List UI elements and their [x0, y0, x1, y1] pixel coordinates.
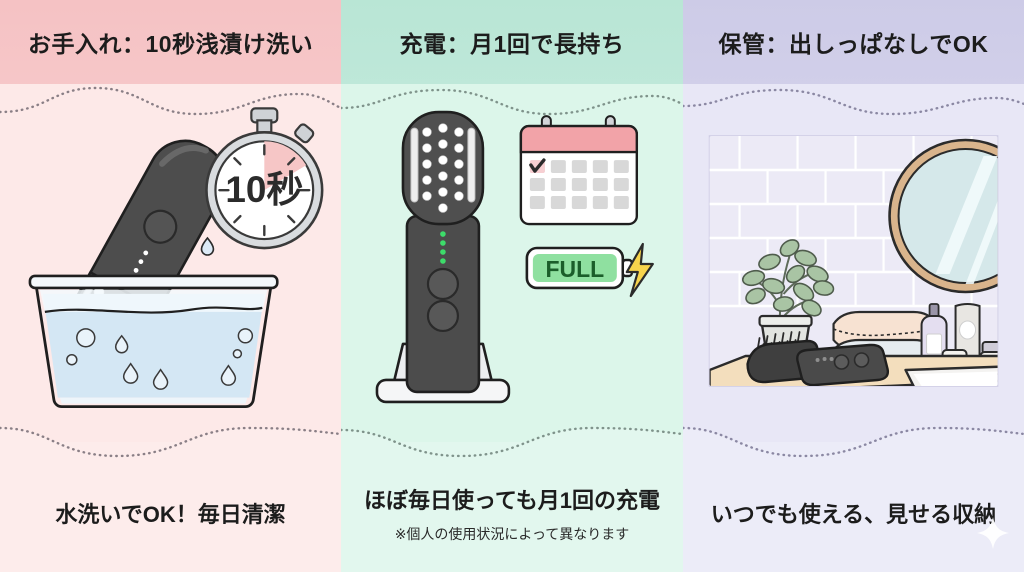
wave-divider-bottom-icon	[682, 426, 1024, 472]
battery-full-icon: FULL	[525, 246, 634, 290]
wave-divider-bottom-icon	[341, 426, 683, 472]
wave-divider-bottom-icon	[0, 426, 342, 472]
caption-block-care: 水洗いでOK！毎日清潔	[0, 454, 341, 572]
device-on-stand-icon	[401, 110, 485, 394]
illustration-storage	[683, 98, 1024, 418]
lightning-bolt-icon	[625, 242, 655, 298]
power-button	[426, 267, 460, 301]
caption-block-charge: ほぼ毎日使っても月1回の充電 ※個人の使用状況によって異なります	[341, 454, 683, 572]
water-basin-icon	[28, 274, 279, 409]
calendar-icon	[519, 115, 639, 226]
battery-label: FULL	[546, 256, 605, 282]
wave-divider-top-icon	[0, 86, 342, 138]
panel-caption-storage: いつでも使える、見せる収納	[710, 502, 997, 527]
wave-divider-top-icon	[682, 88, 1024, 138]
sink-icon	[904, 364, 998, 386]
panel-caption-charge: ほぼ毎日使っても月1回の充電	[363, 487, 661, 513]
mode-button	[426, 299, 460, 333]
panel-heading-charge: 充電：月1回で長持ち	[399, 31, 625, 57]
stopwatch-icon: 10秒	[205, 107, 324, 250]
panel-storage: 保管：出しっぱなしでOK	[682, 0, 1024, 572]
led-indicator-icon	[440, 231, 446, 264]
illustration-charge: FULL	[341, 98, 683, 418]
stopwatch-label: 10秒	[225, 169, 303, 210]
panel-care: お手入れ：10秒浅漬け洗い	[0, 0, 342, 572]
sparkle-icon	[977, 517, 1009, 549]
round-mirror-icon	[888, 138, 998, 294]
illustration-care: 10秒	[0, 98, 341, 418]
device-flat-icon	[746, 331, 889, 386]
panel-caption-care: 水洗いでOK！毎日清潔	[55, 502, 286, 527]
check-icon	[529, 158, 546, 173]
caption-block-storage: いつでも使える、見せる収納	[683, 454, 1024, 572]
panel-heading-storage: 保管：出しっぱなしでOK	[718, 31, 989, 57]
panel-charge: 充電：月1回で長持ち	[341, 0, 683, 572]
panel-heading-care: お手入れ：10秒浅漬け洗い	[28, 31, 314, 57]
panel-subcaption-charge: ※個人の使用状況によって異なります	[394, 525, 630, 542]
